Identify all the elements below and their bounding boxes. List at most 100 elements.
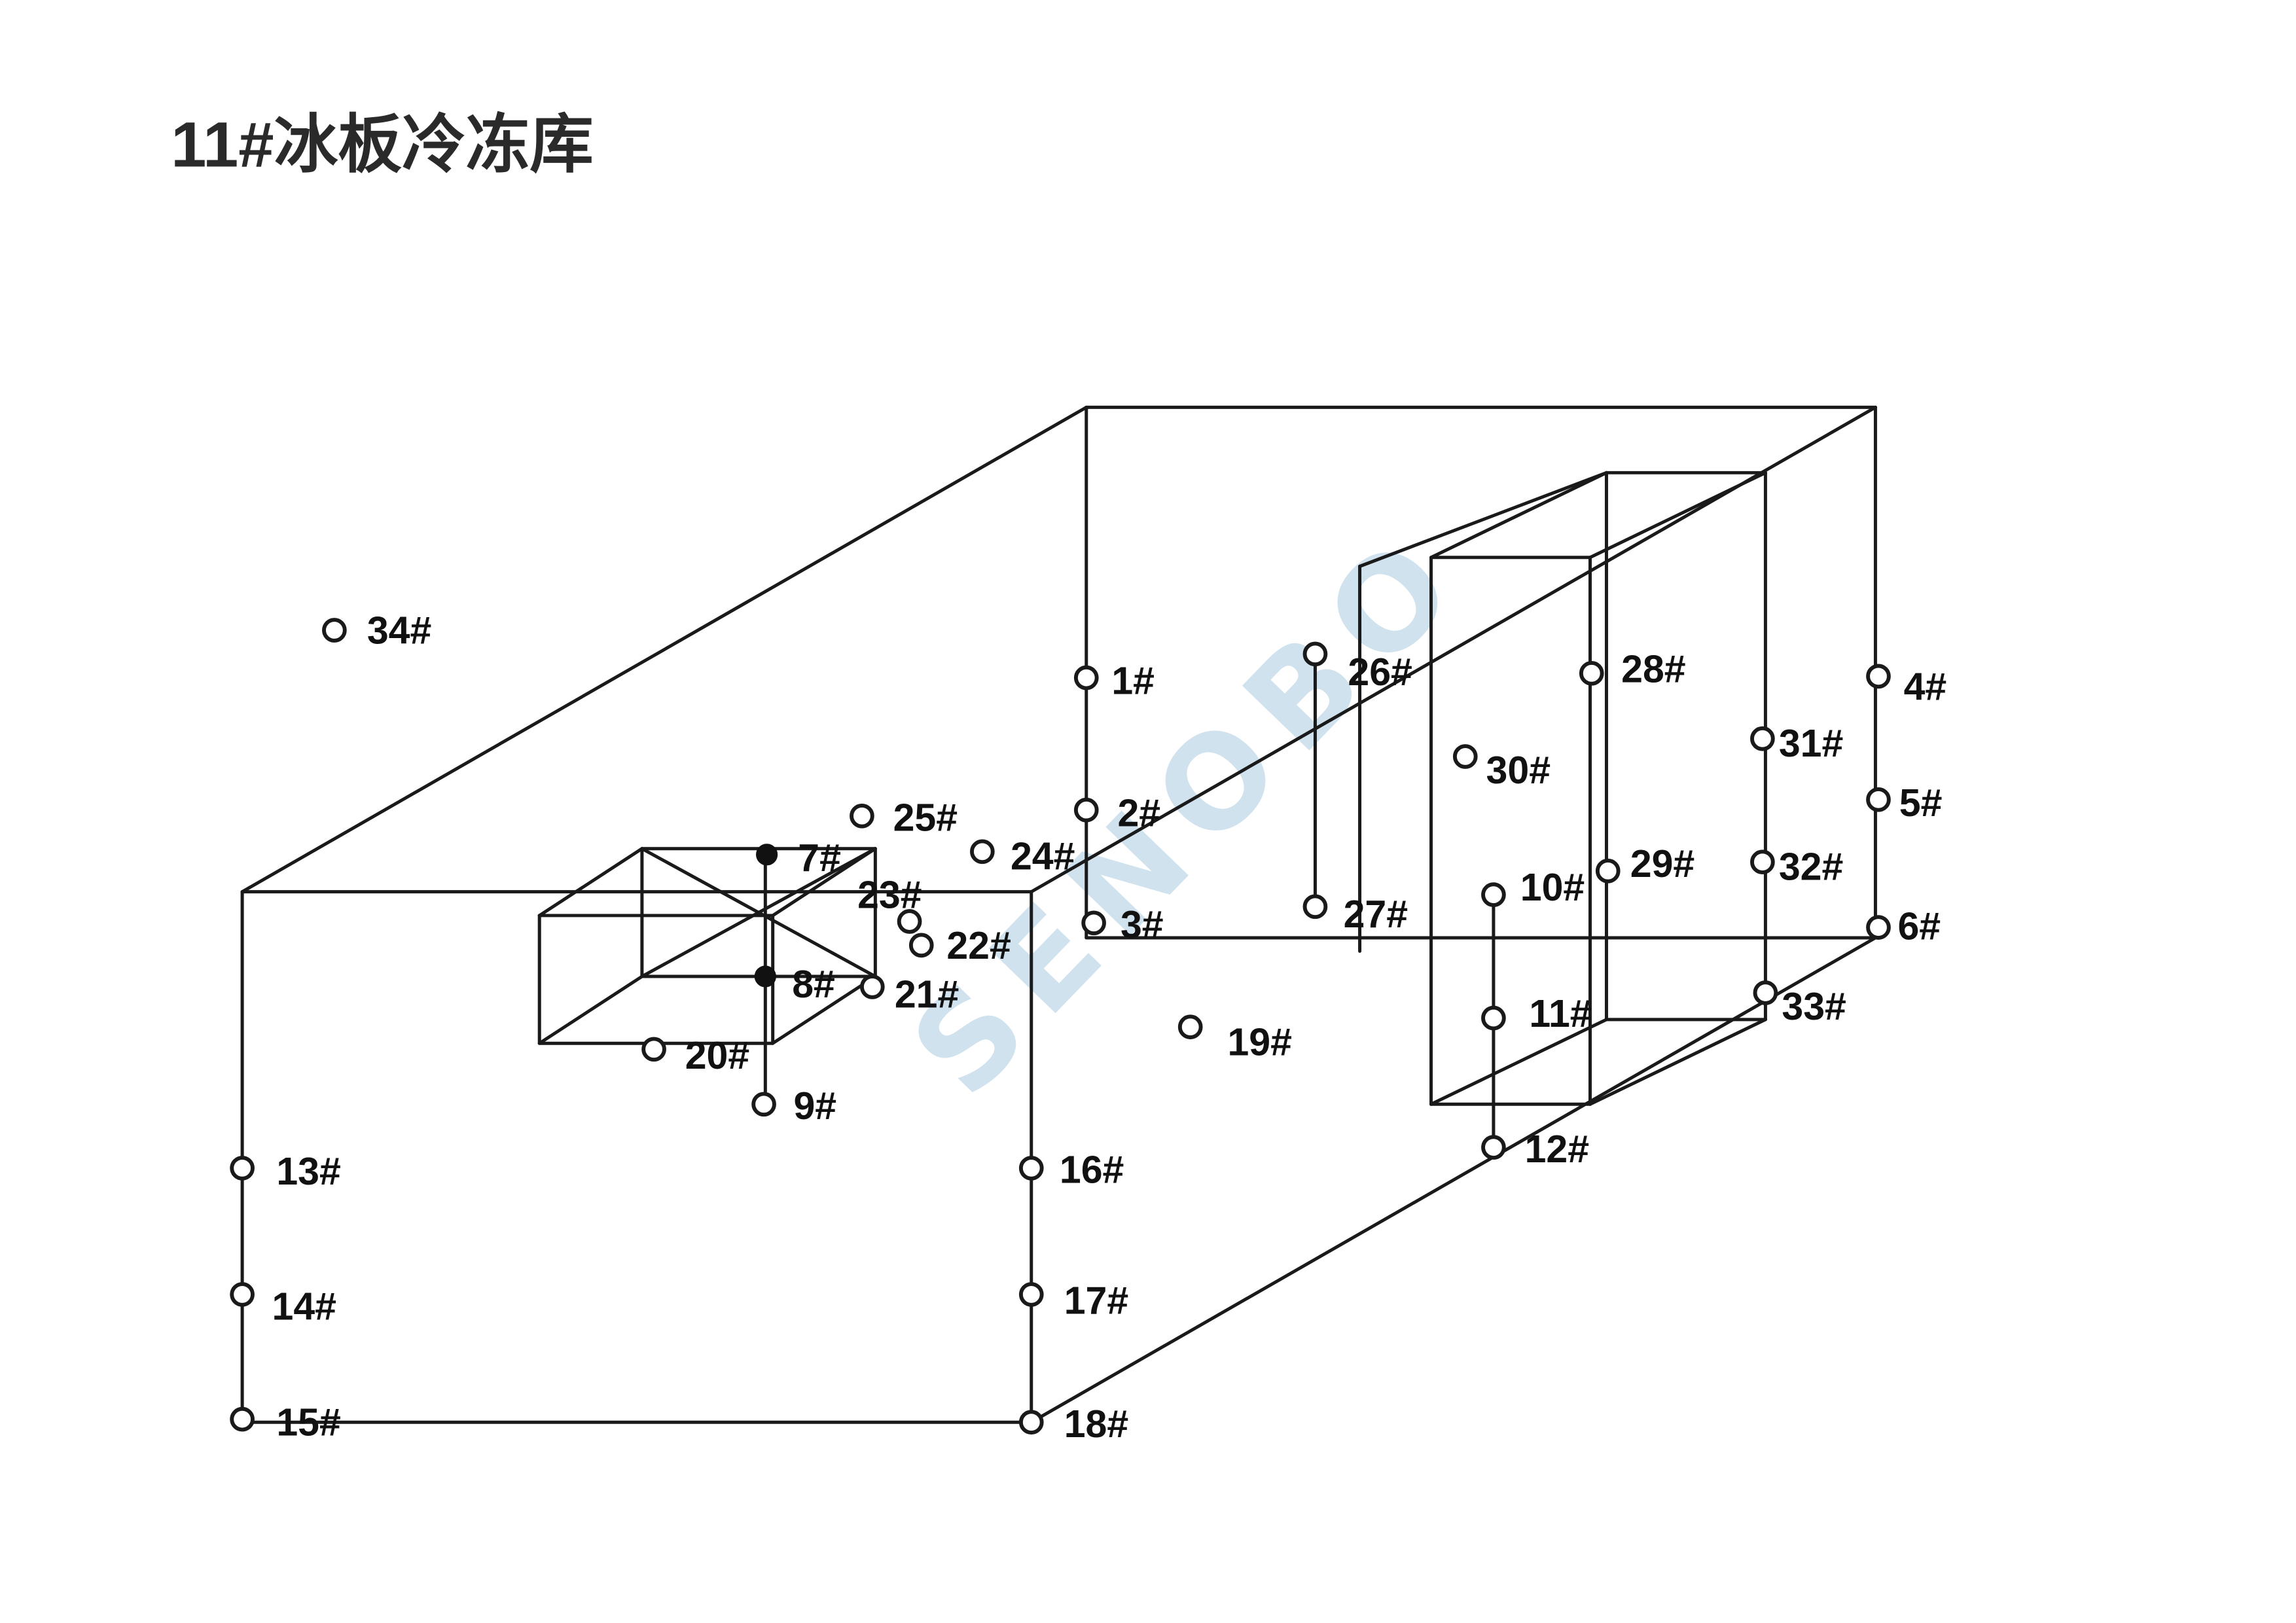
point-circle <box>897 909 922 934</box>
point-label: 24# <box>1011 835 1075 878</box>
point-label: 3# <box>1121 903 1164 946</box>
point-label: 27# <box>1344 893 1408 936</box>
measure-point: 23# <box>857 874 922 934</box>
point-circle <box>1866 915 1891 940</box>
point-label: 7# <box>798 836 841 880</box>
point-circle <box>751 1092 776 1117</box>
point-label: 33# <box>1782 985 1846 1028</box>
point-label: 6# <box>1897 904 1941 948</box>
point-circle <box>1073 797 1099 823</box>
measure-point: 29# <box>1595 842 1695 885</box>
measure-point: 1# <box>1073 660 1155 703</box>
point-label: 14# <box>272 1285 336 1329</box>
point-circle <box>322 618 347 643</box>
measure-point: 28# <box>1579 647 1686 690</box>
measure-point: 16# <box>1018 1149 1124 1192</box>
point-label: 34# <box>367 609 431 652</box>
point-label: 31# <box>1779 722 1843 765</box>
measure-point: 32# <box>1750 845 1843 888</box>
measure-point: 11# <box>1481 992 1592 1035</box>
point-circle <box>230 1406 255 1432</box>
point-circle <box>1452 744 1478 769</box>
point-circle <box>1018 1410 1044 1435</box>
measure-point: 10# <box>1481 866 1585 909</box>
measure-point: 13# <box>230 1150 341 1193</box>
point-label: 28# <box>1621 647 1685 690</box>
point-circle <box>230 1282 255 1307</box>
measure-point: 14# <box>230 1282 336 1329</box>
point-label: 2# <box>1117 792 1160 835</box>
point-circle <box>908 933 934 958</box>
point-label: 4# <box>1904 666 1947 709</box>
point-label: 12# <box>1525 1128 1589 1171</box>
point-circle <box>859 974 885 999</box>
point-circle <box>1302 641 1328 667</box>
page-title: 11#冰板冷冻库 <box>171 109 594 181</box>
measure-point: 9# <box>751 1084 836 1128</box>
measure-point: 31# <box>1750 722 1843 765</box>
measure-point: 8# <box>754 963 835 1006</box>
point-circle <box>1866 664 1891 689</box>
point-circle <box>1177 1014 1203 1040</box>
point-circle <box>1018 1282 1044 1307</box>
point-circle <box>850 803 874 829</box>
measure-point: 7# <box>756 836 841 880</box>
point-circle <box>1481 1005 1506 1031</box>
point-circle <box>641 1037 666 1062</box>
measure-point: 19# <box>1177 1014 1292 1063</box>
point-label: 17# <box>1064 1279 1128 1322</box>
point-label: 19# <box>1227 1020 1291 1063</box>
measure-point: 22# <box>908 924 1011 967</box>
point-label: 15# <box>276 1401 340 1444</box>
point-circle <box>1081 910 1106 936</box>
measure-point: 25# <box>850 796 958 840</box>
measure-points-layer: 1# 2# 3# 4# 5# 6# 7# 8# 9# 10# 11# 12# 13# 14# 15# 16# 1… <box>230 609 1947 1446</box>
measure-point: 3# <box>1081 903 1164 946</box>
point-circle <box>1302 894 1328 919</box>
point-label: 21# <box>895 973 959 1016</box>
point-label: 25# <box>893 796 958 840</box>
point-circle <box>1595 858 1621 883</box>
measure-point: 4# <box>1866 664 1947 709</box>
measure-point: 18# <box>1018 1402 1128 1446</box>
measure-point: 26# <box>1302 641 1412 694</box>
measure-point: 30# <box>1452 744 1551 792</box>
measure-point: 34# <box>322 609 431 652</box>
point-circle <box>1579 660 1604 686</box>
point-label: 20# <box>685 1034 749 1077</box>
point-label: 5# <box>1899 781 1943 825</box>
point-dot <box>756 844 778 866</box>
point-circle <box>1018 1156 1044 1181</box>
measure-point: 27# <box>1302 893 1408 936</box>
point-circle <box>1750 726 1775 751</box>
point-dot <box>754 965 776 988</box>
point-circle <box>1753 980 1778 1005</box>
point-label: 32# <box>1779 845 1843 888</box>
point-circle <box>1481 1135 1506 1160</box>
point-label: 9# <box>793 1084 836 1128</box>
measure-point: 21# <box>859 973 959 1016</box>
measure-point: 2# <box>1073 792 1160 835</box>
point-label: 16# <box>1060 1149 1124 1192</box>
measure-point: 33# <box>1753 980 1846 1028</box>
measure-point: 20# <box>641 1034 749 1077</box>
point-label: 11# <box>1529 992 1591 1035</box>
point-circle <box>1481 882 1506 907</box>
point-label: 18# <box>1064 1402 1128 1446</box>
measure-point: 15# <box>230 1401 341 1444</box>
point-circle <box>1750 849 1775 875</box>
point-circle <box>1866 787 1891 812</box>
measure-point: 6# <box>1866 904 1941 948</box>
point-label: 26# <box>1348 651 1412 694</box>
point-label: 8# <box>792 963 835 1006</box>
measure-point: 5# <box>1866 781 1943 825</box>
point-label: 29# <box>1630 842 1695 885</box>
measure-point: 17# <box>1018 1279 1128 1322</box>
point-label: 1# <box>1111 660 1155 703</box>
point-label: 13# <box>276 1150 340 1193</box>
point-label: 23# <box>857 874 922 917</box>
point-circle <box>1073 665 1099 690</box>
measure-point: 12# <box>1481 1128 1589 1171</box>
